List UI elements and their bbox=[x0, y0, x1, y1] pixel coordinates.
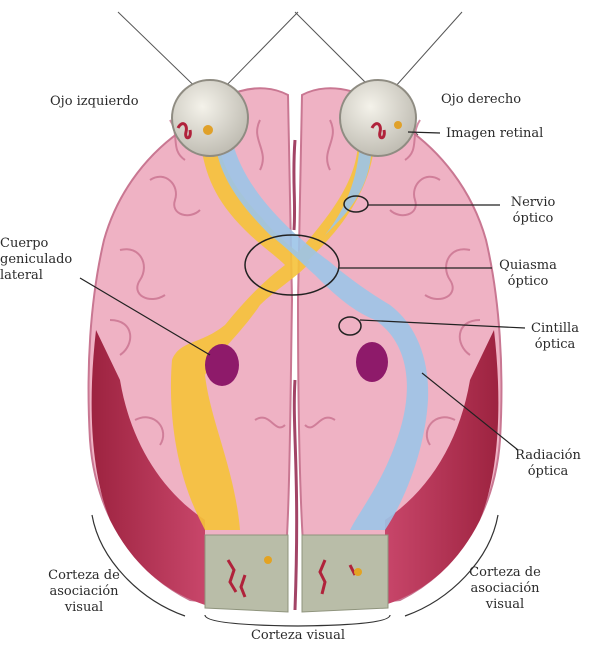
assoc-cortex-left-label: Corteza de asociación visual bbox=[36, 568, 132, 616]
retinal-image-label: Imagen retinal bbox=[446, 126, 543, 142]
lgn-label: Cuerpo geniculado lateral bbox=[0, 236, 72, 284]
right-lgn bbox=[356, 342, 388, 382]
midline-fissure bbox=[294, 140, 297, 610]
assoc-cortex-right-label: Corteza de asociación visual bbox=[455, 565, 555, 613]
optic-tract-label: Cintilla óptica bbox=[519, 321, 591, 353]
left-lgn bbox=[205, 344, 239, 386]
chiasm-label: Quiasma óptico bbox=[488, 258, 568, 290]
optic-nerve-label: Nervio óptico bbox=[500, 195, 566, 227]
visual-cortex-label: Corteza visual bbox=[228, 628, 368, 644]
left-eye-label: Ojo izquierdo bbox=[50, 94, 139, 110]
left-eye bbox=[172, 80, 248, 156]
optic-radiation-label: Radiación óptica bbox=[505, 448, 591, 480]
right-eye-label: Ojo derecho bbox=[441, 92, 521, 108]
right-eye bbox=[340, 80, 416, 156]
